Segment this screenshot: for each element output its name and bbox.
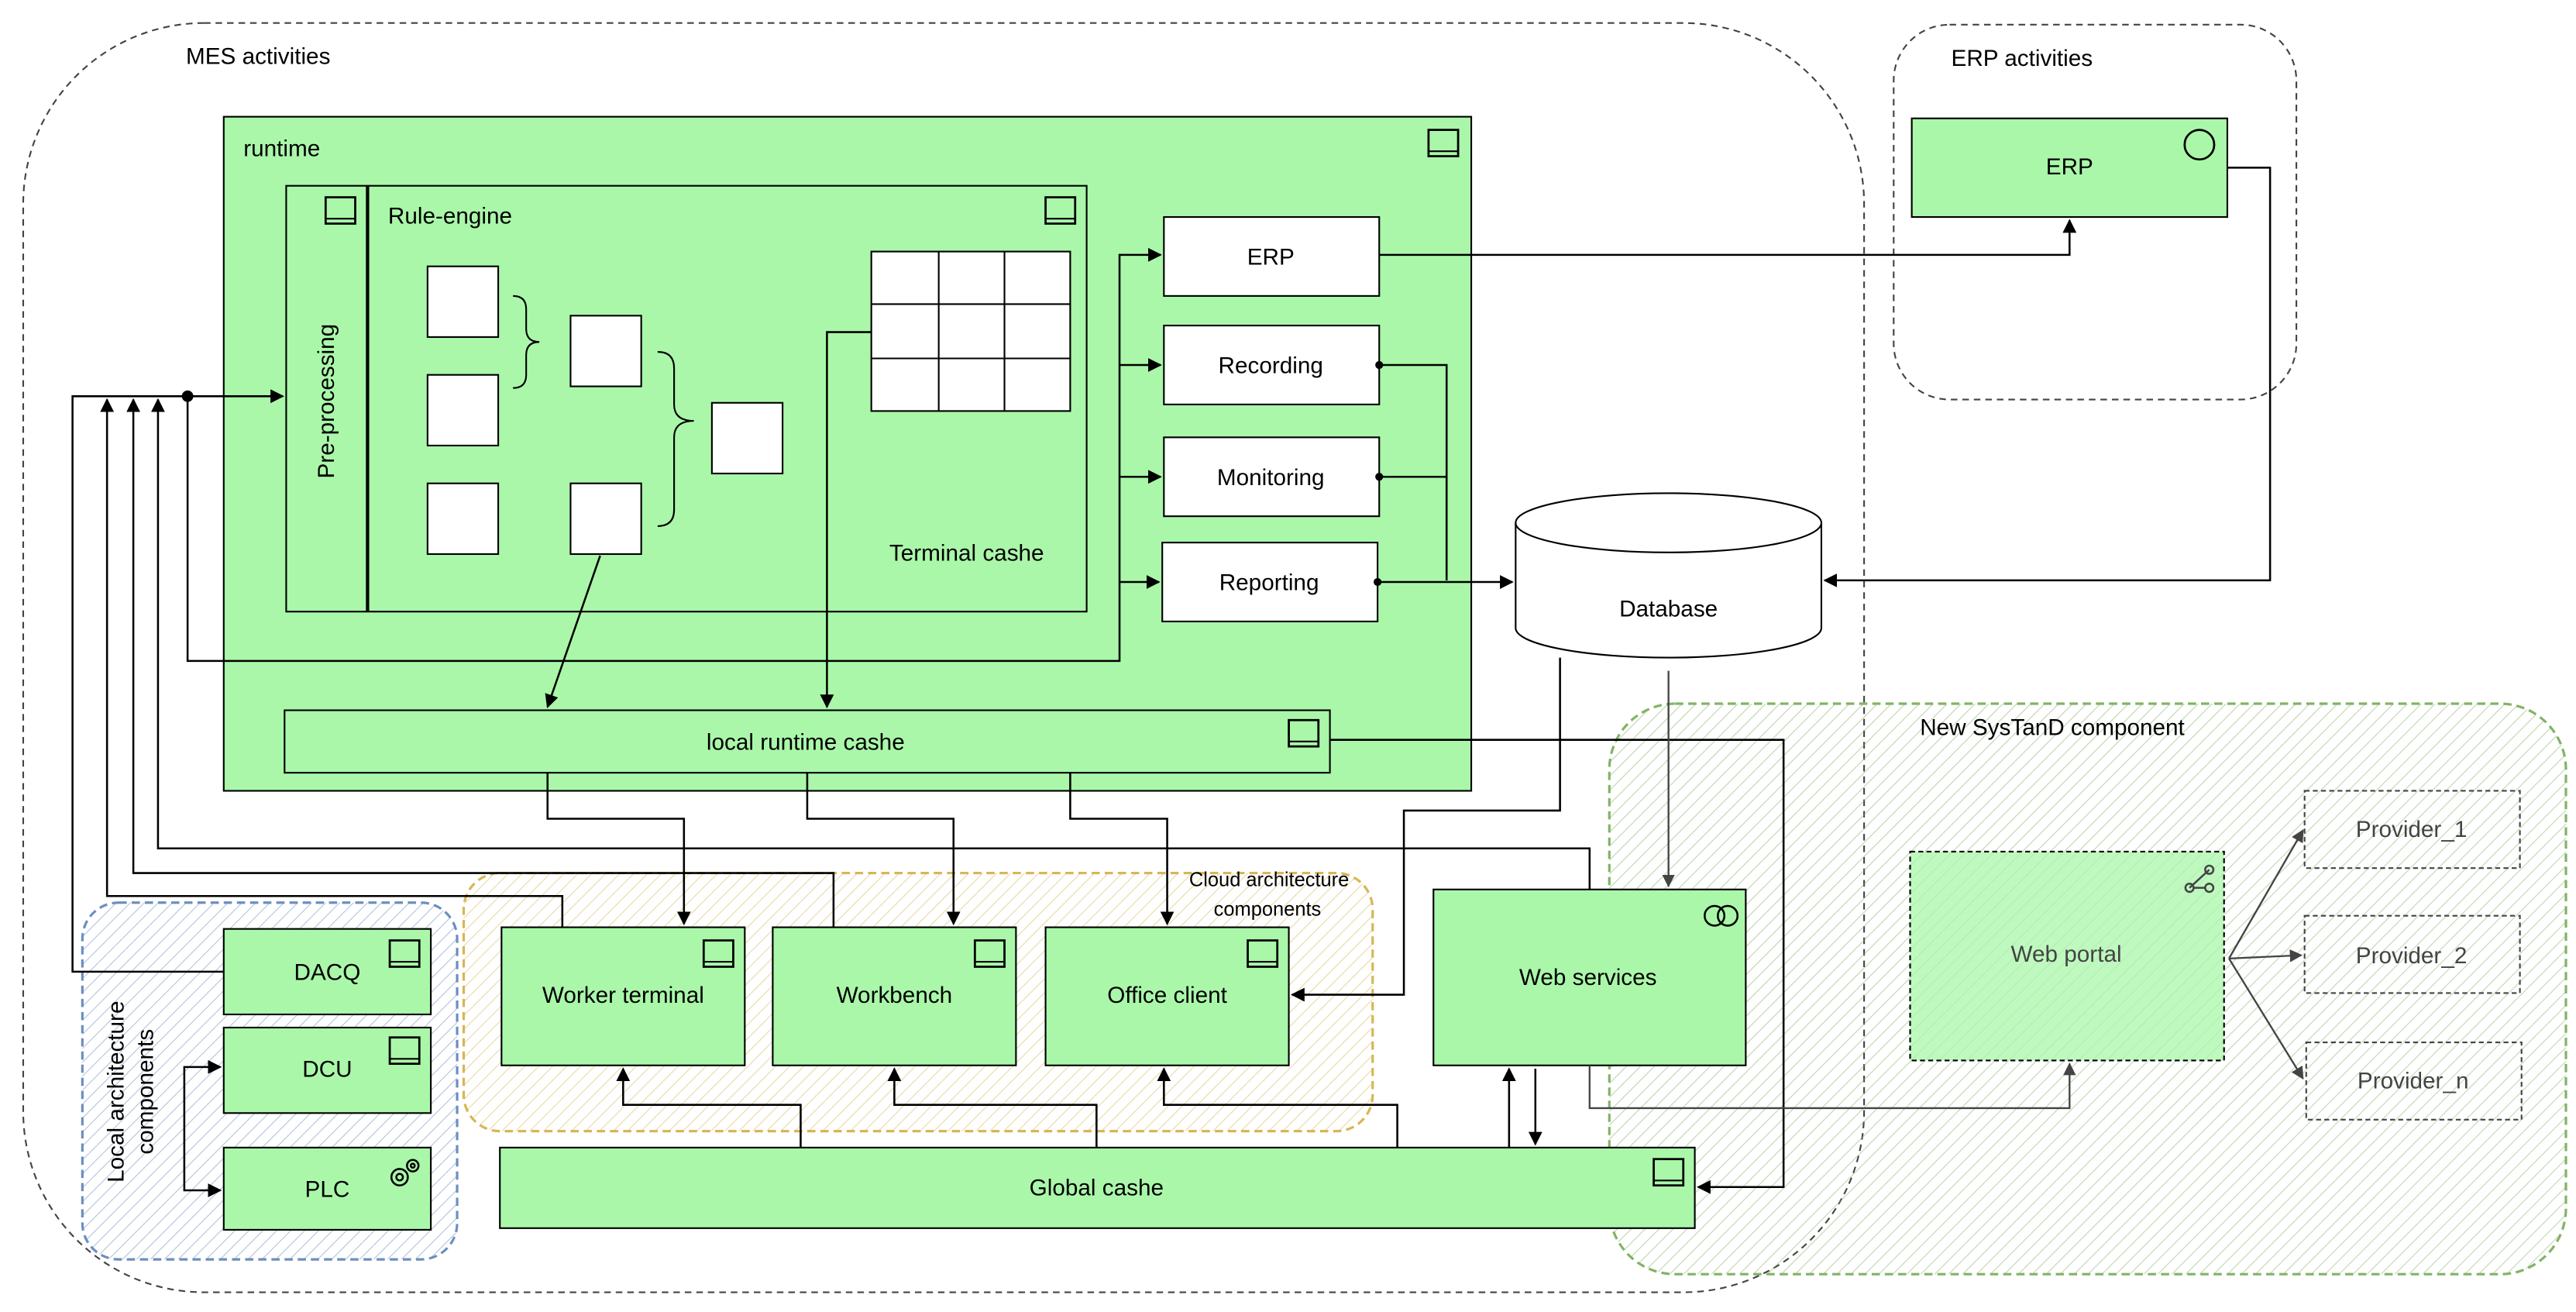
database-label: Database (1619, 597, 1718, 622)
connector (806, 773, 961, 926)
mes-activities-label: MES activities (186, 44, 330, 70)
plc-label: PLC (305, 1176, 350, 1202)
worker-terminal-label: Worker terminal (542, 983, 704, 1008)
rule-block (426, 265, 500, 338)
component-icon (1653, 1158, 1685, 1187)
plc-box (222, 1146, 432, 1231)
connector (2229, 949, 2303, 962)
component-icon (702, 939, 734, 968)
provider-2-label: Provider_2 (2356, 943, 2468, 969)
connector (186, 247, 1162, 663)
connector (126, 398, 835, 928)
connector (1379, 219, 2077, 257)
connector (151, 398, 1591, 890)
local-runtime-cache-label: local runtime cashe (707, 729, 905, 755)
connector (1069, 773, 1175, 926)
rule-block (710, 401, 784, 475)
web-portal-box (1909, 850, 2225, 1062)
component-icon (1247, 939, 1279, 968)
collaboration-icon (1704, 904, 1739, 927)
monitoring-label: Monitoring (1217, 465, 1325, 491)
provider-box (2303, 790, 2521, 870)
recording-label: Recording (1219, 353, 1323, 379)
rule-block (426, 482, 500, 556)
rule-block (569, 315, 642, 387)
gear-icon (390, 1159, 420, 1186)
rule-engine-label: Rule-engine (388, 204, 512, 229)
provider-n-label: Provider_n (2358, 1068, 2469, 1093)
connector (71, 389, 284, 973)
local-label-line2: components (133, 1029, 159, 1155)
reporting-label: Reporting (1219, 570, 1319, 596)
connector (1375, 473, 1448, 580)
curly-brace (513, 294, 540, 389)
dacq-label: DACQ (294, 959, 361, 985)
rule-block (426, 374, 500, 447)
curly-brace (657, 350, 694, 527)
connector (183, 1059, 222, 1197)
cloud-label-line1: Cloud architecture (1189, 870, 1349, 891)
connector (887, 1067, 1098, 1148)
connector (1291, 657, 1561, 1002)
local-label-line1: Local architecture (103, 1001, 129, 1183)
recording-box (1163, 325, 1381, 405)
dcu-box (222, 1026, 432, 1114)
component-icon (1044, 196, 1077, 225)
workbench-label: Workbench (837, 983, 953, 1008)
local-runtime-cache-box (284, 709, 1331, 774)
erp-activities-label: ERP activities (1952, 46, 2093, 71)
connector (1588, 1062, 2076, 1110)
sysand-connectors (1588, 670, 2304, 1110)
connector (616, 1067, 802, 1148)
connector (100, 398, 564, 928)
interface-circle-icon (2183, 129, 2216, 161)
network-icon (2184, 864, 2215, 894)
dcu-label: DCU (302, 1057, 352, 1083)
erp-output-label: ERP (1247, 245, 1295, 270)
connector (1823, 167, 2272, 587)
preprocessing-box (285, 184, 368, 613)
web-portal-label: Web portal (2011, 942, 2122, 967)
dacq-box (222, 928, 432, 1016)
connector (820, 331, 872, 709)
runtime-title: runtime (243, 136, 320, 162)
rule-block (569, 482, 642, 556)
erp-component-label: ERP (2046, 154, 2093, 180)
office-client-label: Office client (1107, 983, 1227, 1008)
connector (1329, 739, 1785, 1194)
component-icon (324, 196, 356, 225)
provider-box (2303, 914, 2521, 994)
provider-1-label: Provider_1 (2356, 817, 2468, 842)
connectors (71, 167, 2272, 1194)
mes-activities-region (22, 22, 1866, 1293)
erp-output-box (1163, 215, 1381, 297)
database-cylinder (1515, 492, 1823, 659)
erp-component-box (1911, 117, 2229, 219)
provider-box (2305, 1042, 2523, 1121)
reporting-box (1161, 542, 1379, 623)
erp-activities-region (1893, 23, 2298, 401)
connector (546, 773, 691, 926)
component-icon (388, 1036, 421, 1066)
web-services-box (1432, 888, 1747, 1066)
component-icon (973, 939, 1006, 968)
global-cache-label: Global cashe (1030, 1175, 1164, 1200)
connector (2228, 828, 2304, 959)
preprocessing-label: Pre-processing (314, 324, 339, 479)
component-icon (1427, 129, 1460, 157)
web-services-label: Web services (1519, 965, 1657, 990)
terminal-cache-label: Terminal cashe (889, 540, 1044, 566)
component-icon (1288, 718, 1320, 748)
monitoring-box (1163, 436, 1381, 518)
connector (2228, 958, 2304, 1080)
sysand-label: New SysTanD component (1920, 715, 2185, 740)
connector (545, 555, 601, 708)
cloud-label-line2: components (1214, 899, 1322, 921)
component-icon (388, 939, 421, 968)
terminal-cache-grid (870, 250, 1071, 412)
connector (1157, 1067, 1398, 1148)
